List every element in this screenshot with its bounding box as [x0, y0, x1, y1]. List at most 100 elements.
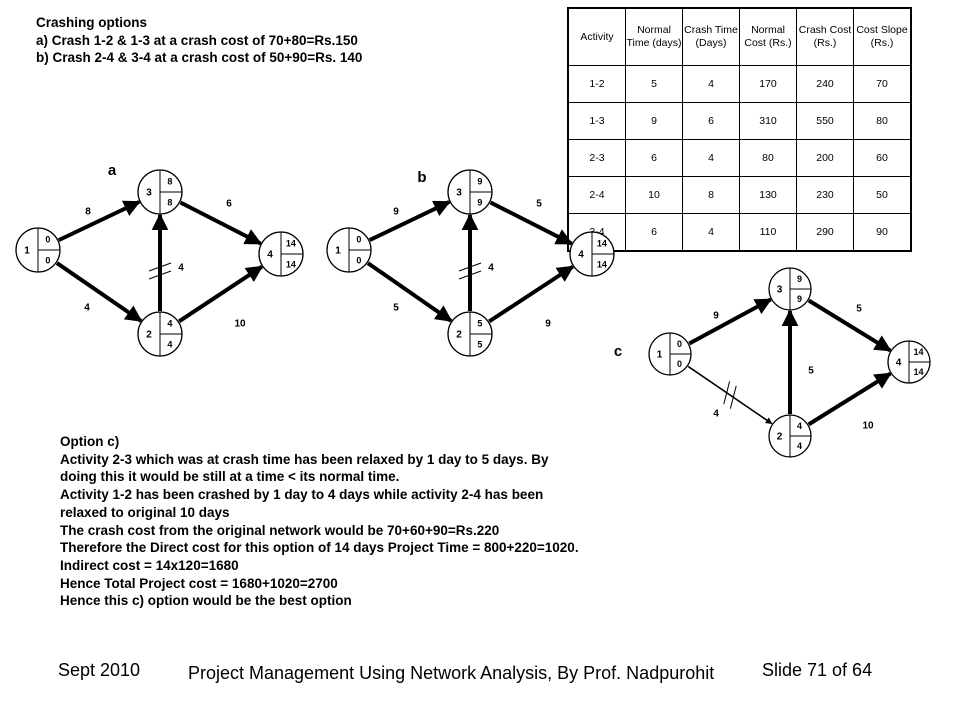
activity-arrow-1-2: [55, 261, 143, 323]
node-id: 2: [146, 330, 152, 341]
edge-duration-1-2: 4: [84, 303, 90, 314]
event-node-2: 244: [768, 414, 812, 458]
event-node-1: 1 0 0: [648, 332, 692, 376]
table-cell: 550: [796, 102, 854, 140]
activity-arrow-2-4: [488, 264, 575, 324]
col-header-crash-time: Crash Time (Days): [682, 7, 740, 66]
node-id: 2: [777, 432, 783, 443]
node-latest-time: 9: [797, 294, 802, 304]
activity-arrow-2-4: [178, 265, 264, 323]
table-cell: 230: [796, 176, 854, 214]
node-earliest-time: 14: [597, 238, 607, 248]
edge-duration-2-4: 9: [545, 319, 551, 330]
table-cell: 310: [739, 102, 797, 140]
event-node-1: 100: [15, 227, 61, 273]
table-cell: 6: [682, 102, 740, 140]
table-cell: 80: [739, 139, 797, 177]
footer-slide-number: Slide 71 of 64: [762, 660, 873, 680]
node-id: 4: [578, 250, 584, 261]
edge-duration-2-3: 4: [488, 263, 494, 274]
header-title: Crashing options: [36, 15, 147, 30]
node-latest-time: 4: [167, 339, 172, 349]
critical-hatch-mark: [148, 262, 172, 272]
edge-duration-3-4: 5: [856, 304, 862, 315]
option-c-line: Hence Total Project cost = 1680+1020=270…: [60, 575, 338, 591]
node-latest-time: 4: [797, 441, 802, 451]
node-id: 1: [657, 350, 663, 361]
table-cell: 4: [682, 65, 740, 103]
node-earliest-time: 9: [477, 176, 482, 186]
table-cell: 200: [796, 139, 854, 177]
col-header-normal-time: Normal Time (days): [625, 7, 683, 66]
node-earliest-time: 14: [913, 347, 923, 357]
event-node-3: 399: [447, 169, 493, 215]
option-c-line: relaxed to original 10 days: [60, 504, 230, 520]
edge-duration-3-4: 6: [226, 199, 232, 210]
option-c-line: Indirect cost = 14x120=1680: [60, 557, 239, 573]
table-cell: 10: [625, 176, 683, 214]
node-latest-time: 14: [913, 367, 923, 377]
option-c-line: The crash cost from the original network…: [60, 522, 500, 538]
network-label-b: b: [417, 169, 426, 186]
table-row: 2-3 6 4 80 200 60: [567, 139, 912, 177]
table-row: 2-4 10 8 130 230 50: [567, 176, 912, 214]
table-cell: 9: [625, 102, 683, 140]
table-row: 1-2 5 4 170 240 70: [567, 65, 912, 103]
table-cell: 4: [682, 139, 740, 177]
event-node-2: 2 4 4: [137, 311, 183, 357]
event-node-2: 255: [447, 311, 493, 357]
col-header-crash-cost: Crash Cost (Rs.): [796, 7, 854, 66]
node-earliest-time: 0: [356, 234, 361, 244]
table-cell: 2-3: [567, 139, 626, 177]
crashing-options-header: Crashing options a) Crash 1-2 & 1-3 at a…: [36, 14, 362, 67]
critical-hatch-mark: [723, 381, 731, 405]
option-c-explanation: Option c) Activity 2-3 which was at cras…: [60, 433, 579, 610]
edge-duration-1-3: 8: [85, 207, 91, 218]
node-earliest-time: 9: [797, 274, 802, 284]
edge-duration-1-3: 9: [713, 311, 719, 322]
footer-date: Sept 2010: [58, 660, 141, 680]
edge-duration-3-4: 5: [536, 199, 542, 210]
table-cell: 290: [796, 213, 854, 252]
network-label-c: c: [614, 343, 622, 360]
node-id: 4: [267, 250, 273, 261]
node-earliest-time: 4: [167, 318, 172, 328]
activity-arrow-1-2: [687, 365, 773, 425]
table-cell: 110: [739, 213, 797, 252]
event-node-3: 399: [768, 267, 812, 311]
node-id: 1: [335, 246, 341, 257]
node-latest-time: 14: [597, 259, 607, 269]
node-latest-time: 5: [477, 339, 482, 349]
header-option-a: a) Crash 1-2 & 1-3 at a crash cost of 70…: [36, 32, 358, 48]
table-cell: 4: [682, 213, 740, 252]
table-cell: 50: [853, 176, 912, 214]
edge-duration-2-3: 5: [808, 366, 814, 377]
table-cell: 1-2: [567, 65, 626, 103]
table-cell: 70: [853, 65, 912, 103]
node-latest-time: 9: [477, 197, 482, 207]
activity-arrow-3-4: [807, 298, 892, 353]
table-cell: 90: [853, 213, 912, 252]
activity-arrow-3-4: [179, 200, 263, 246]
option-c-line: Option c): [60, 434, 120, 449]
critical-hatch-mark: [458, 270, 482, 280]
option-c-line: doing this it would be still at a time <…: [60, 469, 400, 485]
col-header-cost-slope: Cost Slope (Rs.): [853, 7, 912, 66]
network-label-a: a: [108, 162, 117, 179]
activity-arrow-3-4: [489, 200, 573, 246]
activity-arrow-1-3: [57, 200, 141, 242]
critical-hatch-mark: [458, 262, 482, 272]
node-earliest-time: 8: [167, 176, 172, 186]
edge-duration-2-3: 4: [178, 263, 184, 274]
activity-cost-table: Activity Normal Time (days) Crash Time (…: [567, 7, 912, 252]
table-cell: 60: [853, 139, 912, 177]
node-latest-time: 0: [356, 255, 361, 265]
event-node-3: 388: [137, 169, 183, 215]
header-option-b: b) Crash 2-4 & 3-4 at a crash cost of 50…: [36, 50, 363, 65]
node-latest-time: 0: [677, 359, 682, 369]
node-latest-time: 8: [167, 197, 172, 207]
node-earliest-time: 0: [677, 339, 682, 349]
